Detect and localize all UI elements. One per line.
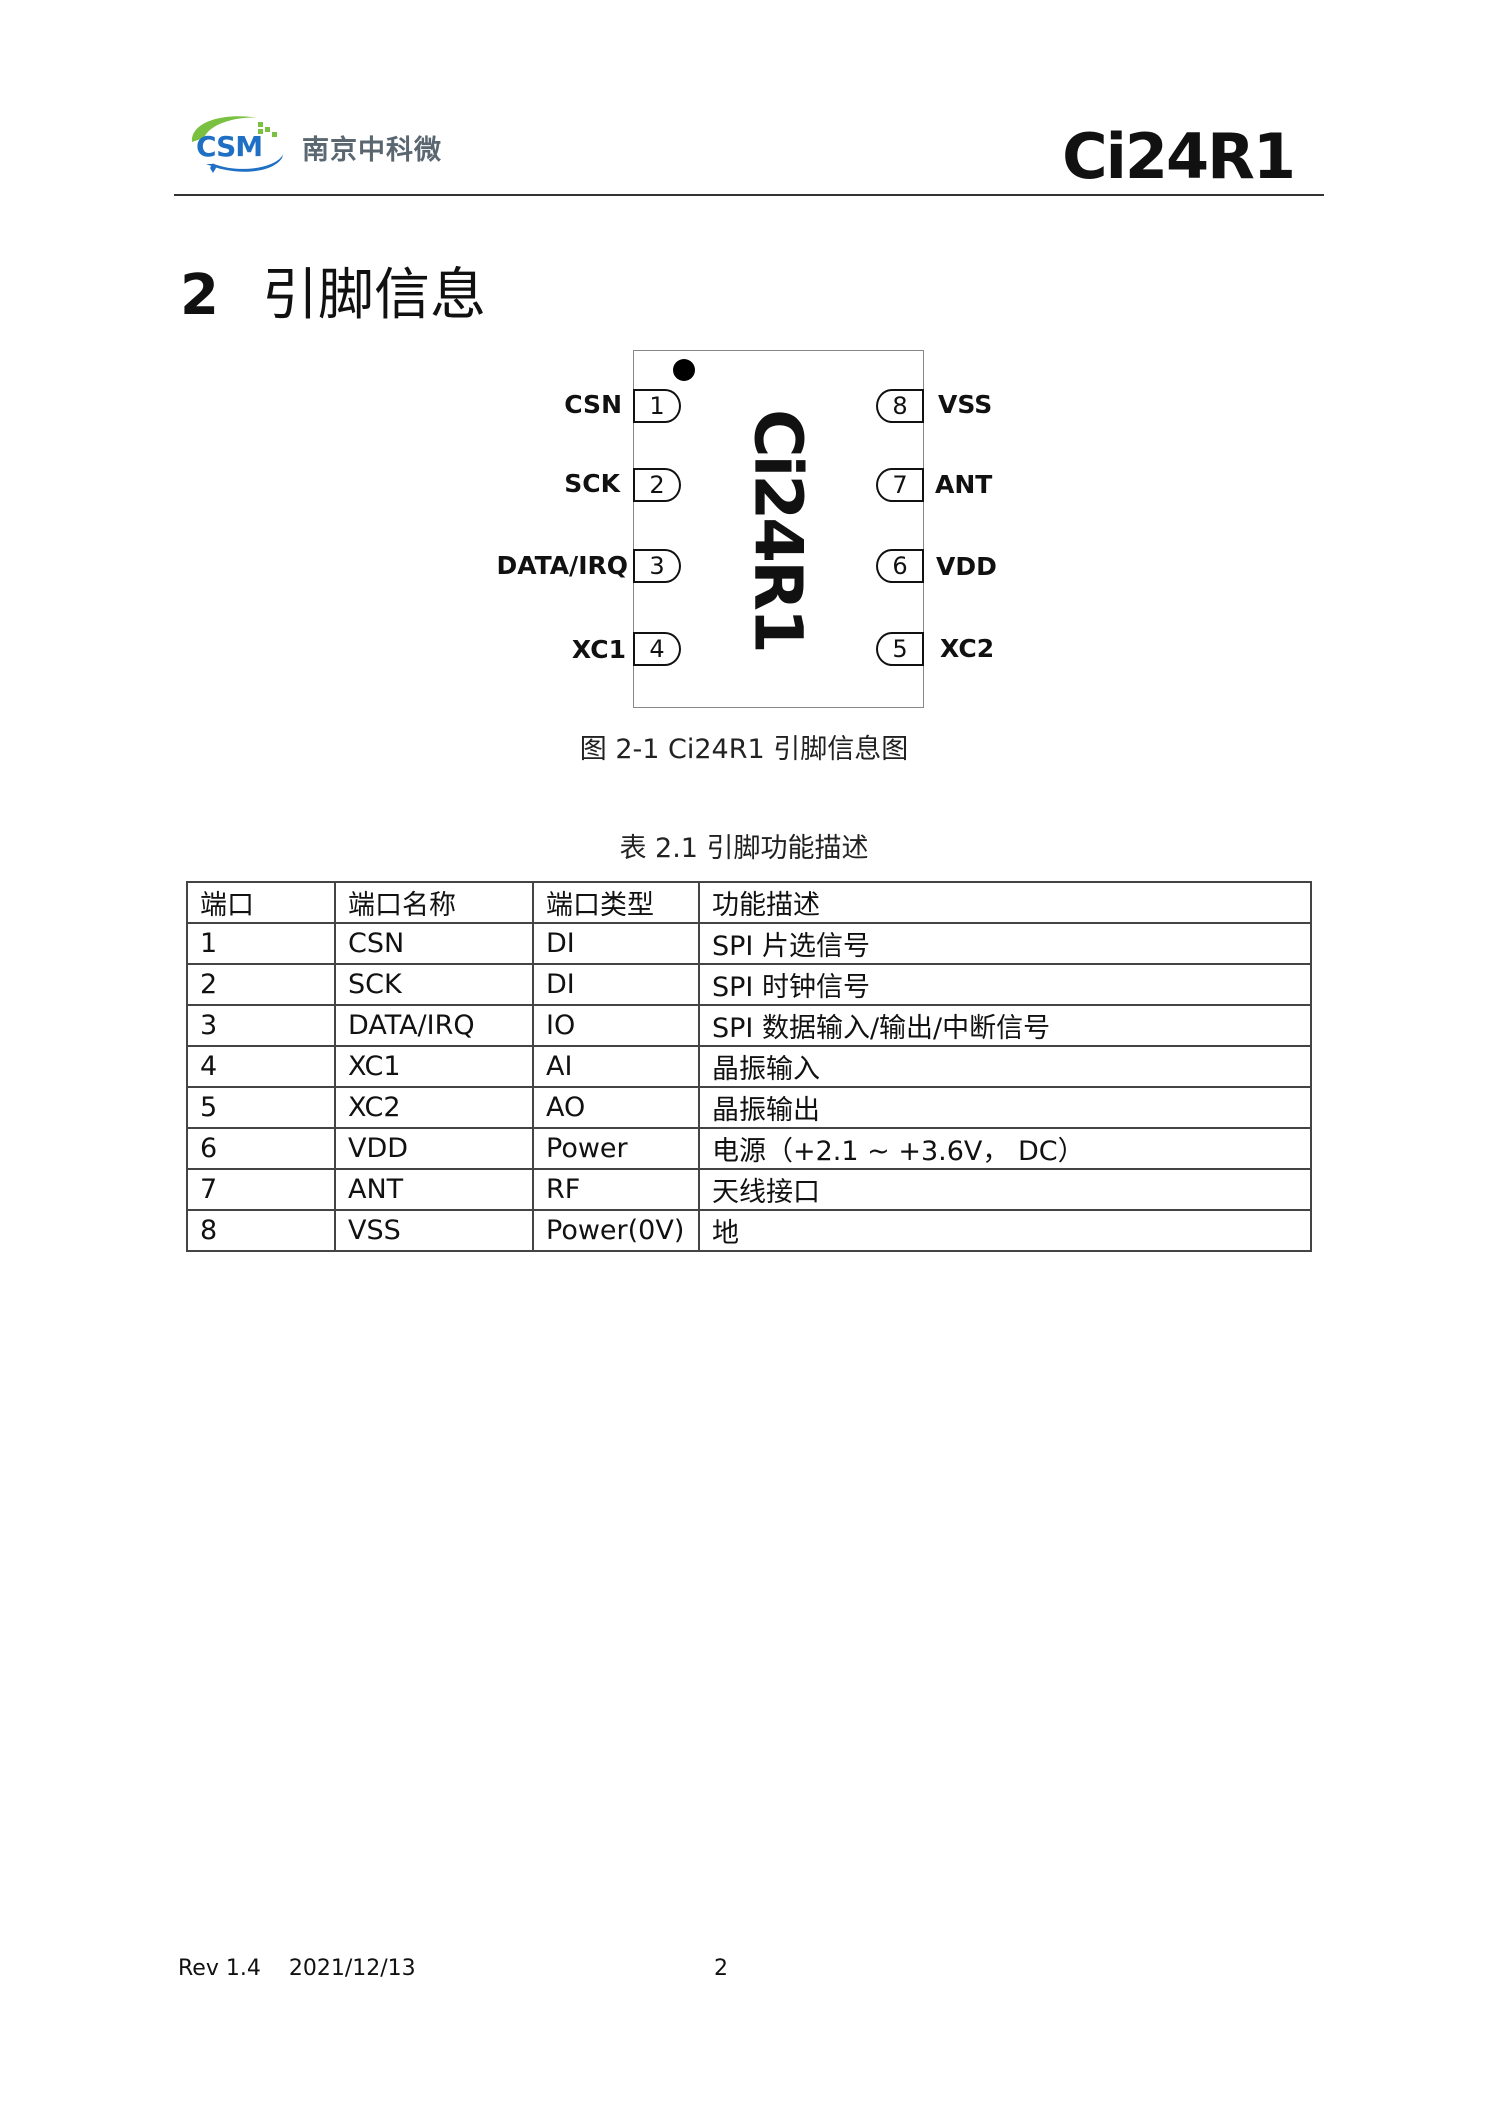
cell-port: 1 — [186, 922, 336, 965]
table-row: 4 XC1 AI 晶振输入 — [186, 1045, 1312, 1088]
cell-port: 2 — [186, 963, 336, 1006]
cell-port: 8 — [186, 1209, 336, 1252]
cell-port-name: ANT — [334, 1168, 534, 1211]
pin-name: XC2 — [940, 634, 995, 663]
pin-name: CSN — [564, 390, 622, 419]
cell-port-type: AI — [532, 1045, 700, 1088]
header-port: 端口 — [186, 881, 336, 924]
pin-box: 5 — [876, 632, 924, 666]
pin-name: DATA/IRQ — [496, 551, 628, 580]
table-row: 1 CSN DI SPI 片选信号 — [186, 922, 1312, 965]
cell-port: 4 — [186, 1045, 336, 1088]
cell-port: 3 — [186, 1004, 336, 1047]
chip-body — [633, 350, 924, 708]
cell-description: SPI 时钟信号 — [698, 963, 1312, 1006]
header-description: 功能描述 — [698, 881, 1312, 924]
page-header: CSM 南京中科微 Ci24R1 — [174, 100, 1324, 196]
pin-name: XC1 — [571, 635, 626, 664]
company-name: 南京中科微 — [302, 135, 442, 166]
revision: Rev 1.4 — [178, 1956, 261, 1981]
pin-box: 7 — [876, 468, 924, 502]
pin-box: 3 — [633, 549, 681, 583]
pin1-marker-icon — [673, 359, 695, 381]
cell-port-name: XC1 — [334, 1045, 534, 1088]
cell-port-type: Power(0V) — [532, 1209, 700, 1252]
section-heading: 2 引脚信息 — [180, 250, 486, 331]
figure-caption: 图 2-1 Ci24R1 引脚信息图 — [579, 734, 909, 765]
pin-name: VSS — [938, 390, 993, 419]
revision-date: 2021/12/13 — [288, 1956, 416, 1981]
cell-port: 7 — [186, 1168, 336, 1211]
header-port-type: 端口类型 — [532, 881, 700, 924]
cell-description: 电源（+2.1 ~ +3.6V， DC） — [698, 1127, 1312, 1170]
cell-port-name: XC2 — [334, 1086, 534, 1129]
cell-description: 晶振输入 — [698, 1045, 1312, 1088]
pin-name: VDD — [936, 552, 997, 581]
cell-description: 晶振输出 — [698, 1086, 1312, 1129]
cell-description: SPI 片选信号 — [698, 922, 1312, 965]
svg-text:CSM: CSM — [196, 130, 262, 163]
pin-box: 8 — [876, 389, 924, 423]
pin-name: SCK — [564, 469, 620, 498]
cell-port-name: VDD — [334, 1127, 534, 1170]
pin-function-table: 端口 端口名称 端口类型 功能描述 1 CSN DI SPI 片选信号 2 SC… — [186, 881, 1312, 1252]
header-port-name: 端口名称 — [334, 881, 534, 924]
cell-port-name: SCK — [334, 963, 534, 1006]
cell-description: SPI 数据输入/输出/中断信号 — [698, 1004, 1312, 1047]
section-number: 2 — [180, 263, 219, 328]
chip-label: Ci24R1 — [739, 409, 817, 651]
table-row: 2 SCK DI SPI 时钟信号 — [186, 963, 1312, 1006]
document-title: Ci24R1 — [1062, 120, 1296, 193]
pin-box: 6 — [876, 549, 924, 583]
footer-revision: Rev 1.4 2021/12/13 — [178, 1956, 416, 1981]
pin-name: ANT — [935, 470, 993, 499]
cell-description: 天线接口 — [698, 1168, 1312, 1211]
cell-port-name: DATA/IRQ — [334, 1004, 534, 1047]
cell-port-type: AO — [532, 1086, 700, 1129]
cell-port-type: DI — [532, 922, 700, 965]
page-number: 2 — [714, 1956, 728, 1981]
table-caption: 表 2.1 引脚功能描述 — [619, 833, 869, 864]
pin-box: 2 — [633, 468, 681, 502]
cell-port-type: RF — [532, 1168, 700, 1211]
cell-description: 地 — [698, 1209, 1312, 1252]
table-row: 3 DATA/IRQ IO SPI 数据输入/输出/中断信号 — [186, 1004, 1312, 1047]
table-header-row: 端口 端口名称 端口类型 功能描述 — [186, 881, 1312, 924]
pin-box: 4 — [633, 632, 681, 666]
section-title: 引脚信息 — [262, 263, 486, 328]
cell-port: 6 — [186, 1127, 336, 1170]
table-row: 6 VDD Power 电源（+2.1 ~ +3.6V， DC） — [186, 1127, 1312, 1170]
cell-port: 5 — [186, 1086, 336, 1129]
cell-port-name: VSS — [334, 1209, 534, 1252]
cell-port-type: DI — [532, 963, 700, 1006]
cell-port-type: IO — [532, 1004, 700, 1047]
cell-port-name: CSN — [334, 922, 534, 965]
header-divider — [174, 194, 1324, 196]
pin-box: 1 — [633, 389, 681, 423]
table-row: 8 VSS Power(0V) 地 — [186, 1209, 1312, 1252]
cell-port-type: Power — [532, 1127, 700, 1170]
csm-logo-icon: CSM — [191, 116, 284, 173]
table-row: 5 XC2 AO 晶振输出 — [186, 1086, 1312, 1129]
table-row: 7 ANT RF 天线接口 — [186, 1168, 1312, 1211]
